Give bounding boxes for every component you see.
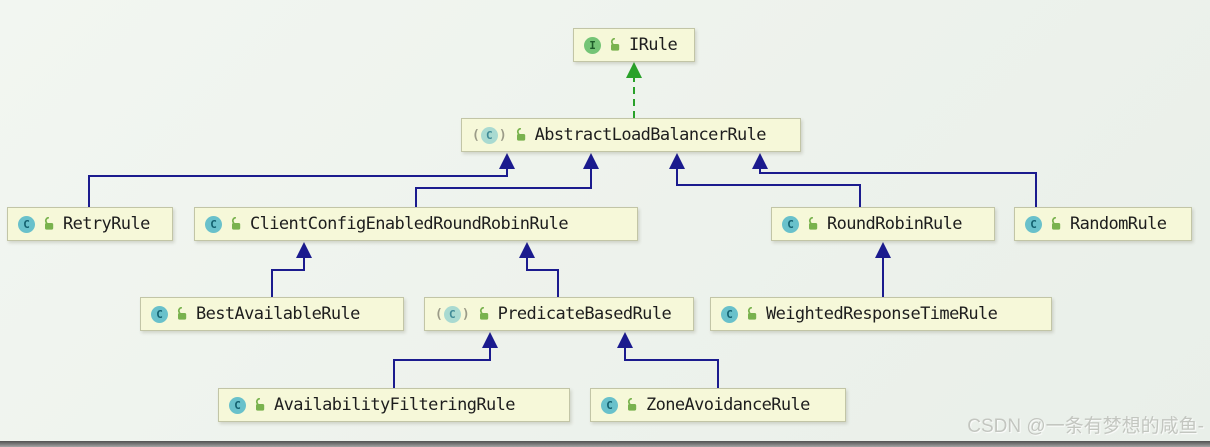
edge-AvailabilityFilteringRule-extends-PredicateBasedRule <box>393 346 491 388</box>
class-node-RoundRobinRule[interactable]: C RoundRobinRule <box>771 207 995 241</box>
arrowhead-icon <box>669 153 685 169</box>
class-name-label: WeightedResponseTimeRule <box>766 304 998 324</box>
class-node-AbstractLoadBalancerRule[interactable]: (C) AbstractLoadBalancerRule <box>461 118 801 152</box>
class-icon: C <box>1025 215 1042 233</box>
arrowhead-icon <box>875 242 891 258</box>
class-name-label: AbstractLoadBalancerRule <box>534 125 767 145</box>
lock-icon <box>255 398 265 411</box>
arrowhead-icon <box>626 62 642 78</box>
abstract-class-icon: (C) <box>472 126 507 144</box>
class-name-label: RandomRule <box>1070 214 1167 234</box>
class-name-label: PredicateBasedRule <box>497 304 672 324</box>
lock-icon <box>610 38 620 51</box>
edge-PredicateBasedRule-extends-ClientConfigEnabledRoundRobinRule <box>526 256 559 297</box>
class-node-ClientConfigEnabledRoundRobinRule[interactable]: C ClientConfigEnabledRoundRobinRule <box>194 207 638 241</box>
abstract-class-icon: (C) <box>435 305 470 323</box>
class-name-label: IRule <box>629 35 678 55</box>
edge-RetryRule-extends-AbstractLoadBalancerRule <box>88 167 508 207</box>
class-name-label: AvailabilityFilteringRule <box>274 395 515 415</box>
lock-icon <box>627 398 637 411</box>
edge-RoundRobinRule-extends-AbstractLoadBalancerRule <box>676 167 861 207</box>
class-node-PredicateBasedRule[interactable]: (C) PredicateBasedRule <box>424 297 694 331</box>
edge-ZoneAvoidanceRule-extends-PredicateBasedRule <box>624 346 719 388</box>
class-node-RetryRule[interactable]: C RetryRule <box>7 207 173 241</box>
class-name-label: BestAvailableRule <box>196 304 360 324</box>
class-icon: C <box>229 396 246 414</box>
class-name-label: ZoneAvoidanceRule <box>646 395 810 415</box>
lock-icon <box>1051 217 1061 230</box>
arrowhead-icon <box>583 153 599 169</box>
class-icon: C <box>205 215 222 233</box>
csdn-watermark: CSDN @一条有梦想的咸鱼- <box>967 416 1204 437</box>
class-node-RandomRule[interactable]: C RandomRule <box>1014 207 1192 241</box>
lock-icon <box>177 307 187 320</box>
class-icon: C <box>151 305 168 323</box>
lock-icon <box>516 128 525 141</box>
class-node-BestAvailableRule[interactable]: C BestAvailableRule <box>140 297 404 331</box>
edge-ClientConfigEnabledRoundRobinRule-extends-AbstractLoadBalancerRule <box>415 167 592 207</box>
class-icon: C <box>782 215 799 233</box>
lock-icon <box>808 217 818 230</box>
lock-icon <box>747 307 757 320</box>
class-node-AvailabilityFilteringRule[interactable]: C AvailabilityFilteringRule <box>218 388 570 422</box>
class-name-label: ClientConfigEnabledRoundRobinRule <box>250 214 569 234</box>
arrowhead-icon <box>296 242 312 258</box>
arrowhead-icon <box>617 332 633 348</box>
lock-icon <box>479 307 488 320</box>
lock-icon <box>44 217 54 230</box>
interface-icon: I <box>584 36 601 54</box>
class-name-label: RoundRobinRule <box>827 214 962 234</box>
arrowhead-icon <box>752 153 768 169</box>
arrowhead-icon <box>519 242 535 258</box>
edge-RandomRule-extends-AbstractLoadBalancerRule <box>759 167 1037 207</box>
arrowhead-icon <box>499 153 515 169</box>
class-node-WeightedResponseTimeRule[interactable]: C WeightedResponseTimeRule <box>710 297 1052 331</box>
lock-icon <box>231 217 241 230</box>
class-name-label: RetryRule <box>63 214 150 234</box>
class-icon: C <box>18 215 35 233</box>
class-icon: C <box>721 305 738 323</box>
class-node-ZoneAvoidanceRule[interactable]: C ZoneAvoidanceRule <box>590 388 846 422</box>
class-icon: C <box>601 396 618 414</box>
class-node-IRule[interactable]: I IRule <box>573 28 695 62</box>
horizontal-scrollbar[interactable] <box>0 441 1210 447</box>
arrowhead-icon <box>482 332 498 348</box>
edge-BestAvailableRule-extends-ClientConfigEnabledRoundRobinRule <box>271 256 305 297</box>
